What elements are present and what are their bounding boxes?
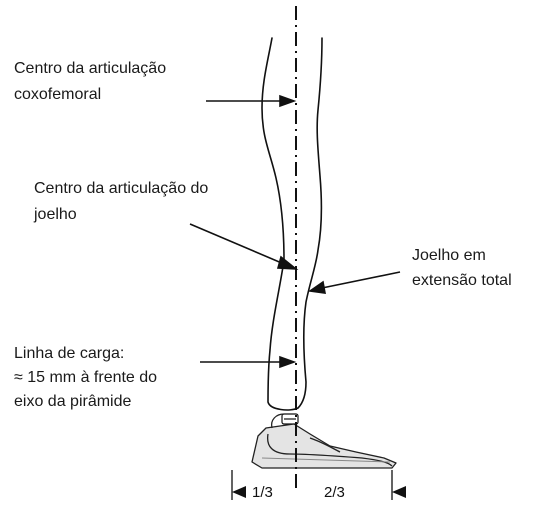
front-proportion-label: 1/3 <box>252 484 273 501</box>
back-proportion-label: 2/3 <box>324 484 345 501</box>
pointer-arrows <box>189 94 401 369</box>
knee-center-label: Centro da articulação do joelho <box>34 180 209 224</box>
arrow-icon <box>232 486 406 498</box>
hip-joint-label: Centro da articulação coxofemoral <box>14 60 167 104</box>
leg-outline <box>261 37 323 411</box>
prosthetic-foot-icon <box>251 413 397 469</box>
knee-extension-label: Joelho em extensão total <box>412 247 512 289</box>
dimension-marks <box>231 470 393 500</box>
load-line-label: Linha de carga: ≈ 15 mm à frente do eixo… <box>14 345 158 410</box>
